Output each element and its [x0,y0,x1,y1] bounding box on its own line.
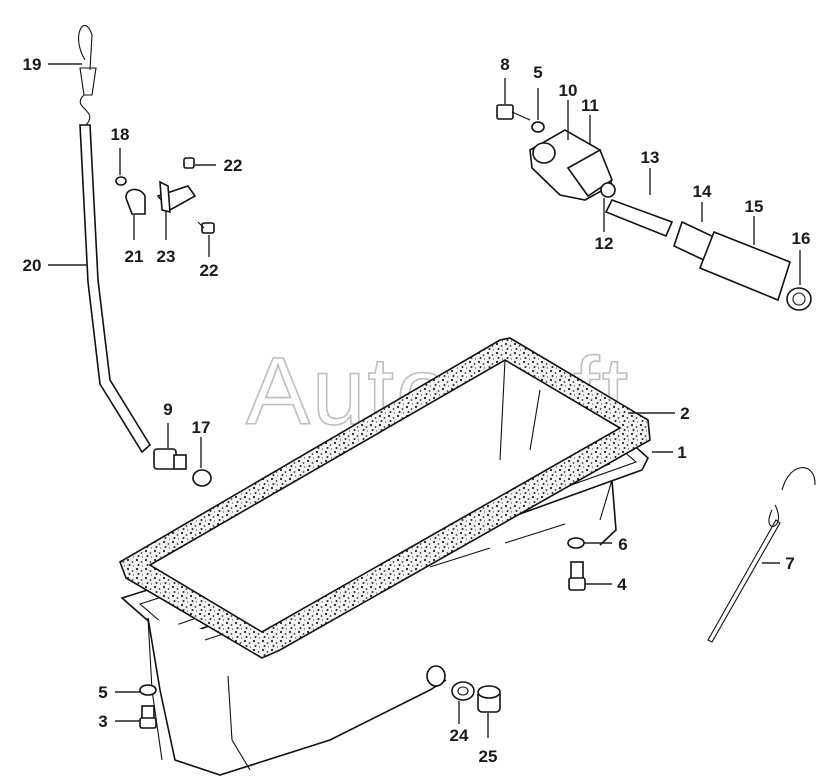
callout-25: 25 [479,747,498,766]
bracket-assembly [115,157,215,234]
callout-22-top: 22 [224,156,243,175]
washer-6 [567,537,585,549]
callout-6: 6 [618,535,627,554]
callout-8: 8 [500,55,509,74]
callout-16: 16 [792,229,811,248]
callout-22-bottom: 22 [200,261,219,280]
callout-18: 18 [111,125,130,144]
callout-15: 15 [745,197,764,216]
drain-boss [426,665,446,687]
callout-3: 3 [98,712,107,731]
drain-plug-25 [477,685,501,713]
callout-5-top: 5 [533,63,542,82]
callout-13: 13 [641,148,660,167]
dipstick-7 [707,467,816,643]
callout-1: 1 [677,443,686,462]
callout-7: 7 [785,554,794,573]
callout-19: 19 [23,55,42,74]
callout-10: 10 [559,81,578,100]
callout-labels: 19 20 18 22 21 23 22 9 17 8 5 10 11 12 1… [23,55,811,766]
oil-pump-pickup [496,104,812,311]
bolt-4 [568,561,586,591]
callout-4: 4 [617,575,627,594]
callout-20: 20 [23,256,42,275]
washer-5-lower [139,684,157,696]
callout-17: 17 [192,418,211,437]
washer-17 [192,469,212,487]
bolt-3 [139,705,157,729]
callout-2: 2 [680,404,689,423]
dipstick-tube-20 [78,25,152,454]
oil-pan-gasket [119,337,651,659]
callout-5-bottom: 5 [98,683,107,702]
callout-12: 12 [595,234,614,253]
callout-9: 9 [163,400,172,419]
callout-11: 11 [581,96,599,115]
callout-14: 14 [693,182,712,201]
tube-nut-9 [153,448,187,470]
drain-washer-24 [451,681,475,701]
callout-23: 23 [157,247,176,266]
callout-24: 24 [450,726,469,745]
callout-21: 21 [125,247,144,266]
leader-lines [48,63,801,738]
